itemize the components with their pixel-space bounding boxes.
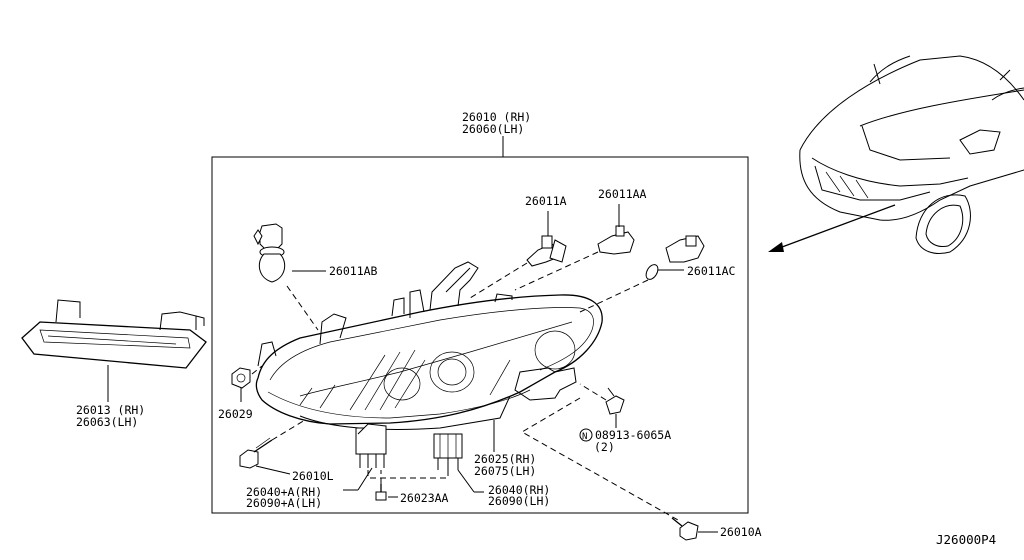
leader-26011AB-dash bbox=[286, 285, 319, 331]
bulb-26011A-shape bbox=[526, 235, 567, 267]
vehicle-illustration bbox=[799, 55, 1024, 254]
bulb-26011AA-shape bbox=[597, 225, 635, 255]
nut-08913-shape bbox=[605, 387, 625, 415]
socket-26029-shape bbox=[231, 367, 251, 389]
label-26011A: 26011A bbox=[525, 194, 567, 208]
leader-26011AC-dash bbox=[579, 279, 649, 313]
label-26011AC: 26011AC bbox=[687, 264, 736, 278]
label-26075-lh: 26075(LH) bbox=[474, 464, 536, 478]
screw-26010L-shape bbox=[239, 437, 273, 469]
leader-26010L bbox=[255, 465, 291, 475]
leader-26011AA-dash bbox=[514, 251, 599, 291]
location-arrowhead bbox=[768, 242, 784, 252]
label-26063-lh: 26063(LH) bbox=[76, 415, 138, 429]
label-nut-qty: (2) bbox=[594, 440, 615, 454]
label-26090-lh: 26090(LH) bbox=[488, 494, 550, 508]
label-26011AA: 26011AA bbox=[598, 187, 647, 201]
leader-08913-dash bbox=[579, 383, 607, 401]
module-26040-shape bbox=[433, 433, 463, 470]
screw-26023AA-shape bbox=[375, 484, 387, 501]
label-26029: 26029 bbox=[218, 407, 253, 421]
n-symbol: N bbox=[582, 432, 587, 442]
location-arrow bbox=[773, 204, 896, 251]
label-26040A-rh: 26040+A(RH) bbox=[246, 485, 322, 499]
bulb-26011AC-shape bbox=[645, 235, 705, 280]
leader-26040 bbox=[457, 469, 475, 493]
label-08913-6065A: 08913-6065A bbox=[595, 428, 671, 442]
leader-26029-dash bbox=[251, 365, 263, 375]
leader-26010A-dash bbox=[520, 397, 679, 521]
leader-26040A bbox=[357, 467, 373, 491]
leader-26010L-dash bbox=[271, 419, 306, 441]
label-26010A: 26010A bbox=[720, 525, 762, 539]
diagram-code: J26000P4 bbox=[936, 532, 996, 547]
label-26011AB: 26011AB bbox=[329, 264, 378, 278]
bulb-26011AB-shape bbox=[253, 223, 286, 283]
n-symbol-circle bbox=[579, 428, 593, 442]
label-26060-lh: 26060(LH) bbox=[462, 122, 524, 136]
module-link-dash bbox=[367, 470, 449, 479]
assembly-frame bbox=[211, 156, 749, 514]
label-26010-rh: 26010 (RH) bbox=[462, 110, 531, 124]
label-26025-rh: 26025(RH) bbox=[474, 452, 536, 466]
label-26023AA: 26023AA bbox=[400, 491, 449, 505]
screw-26010A-shape bbox=[671, 517, 699, 541]
label-26090A-lh: 26090+A(LH) bbox=[246, 496, 322, 510]
label-26010L: 26010L bbox=[292, 469, 334, 483]
label-26040-rh: 26040(RH) bbox=[488, 483, 550, 497]
module-26040A-shape bbox=[355, 423, 387, 468]
headlamp-housing bbox=[255, 261, 603, 430]
label-26013-rh: 26013 (RH) bbox=[76, 403, 145, 417]
side-trim-shape bbox=[21, 299, 207, 369]
leader-26011A-dash bbox=[469, 262, 528, 299]
